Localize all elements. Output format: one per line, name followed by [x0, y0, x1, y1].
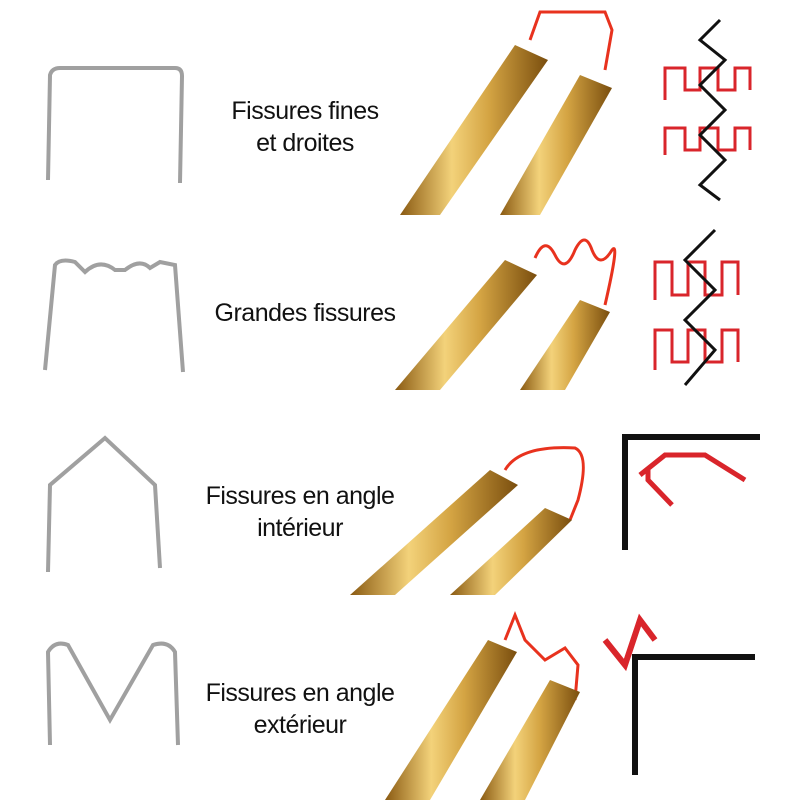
pattern-straight-icon — [663, 18, 752, 202]
staple-straight-icon — [46, 66, 185, 184]
label-line: Grandes fissures — [214, 299, 396, 327]
label-line: Fissures fines — [231, 97, 379, 125]
tips-inner-angle-icon — [350, 446, 585, 595]
staple-inner-angle-icon — [46, 435, 162, 573]
row-fine-cracks: Fissures fines et droites — [0, 0, 800, 200]
label-line: et droites — [256, 129, 354, 157]
label: Fissures en angle extérieur — [185, 677, 415, 741]
label-line: Fissures en angle — [205, 679, 395, 707]
label-line: Fissures en angle — [205, 482, 395, 510]
label: Fissures fines et droites — [190, 95, 420, 159]
staple-wave-icon — [43, 258, 185, 373]
tips-outer-angle-icon — [385, 610, 580, 800]
pattern-outer-angle-icon — [602, 613, 755, 775]
row-inner-angle: Fissures en angle intérieur — [0, 400, 800, 600]
label: Fissures en angle intérieur — [185, 480, 415, 544]
label-line: extérieur — [253, 711, 347, 739]
row-large-cracks: Grandes fissures — [0, 200, 800, 400]
row-outer-angle: Fissures en angle extérieur — [0, 600, 800, 800]
tips-wave-icon — [395, 238, 617, 390]
label: Grandes fissures — [190, 297, 420, 329]
staple-outer-angle-icon — [45, 641, 180, 746]
tips-straight-icon — [400, 10, 614, 215]
label-line: intérieur — [257, 514, 343, 542]
pattern-inner-angle-icon — [622, 434, 760, 550]
pattern-wave-icon — [653, 228, 740, 386]
